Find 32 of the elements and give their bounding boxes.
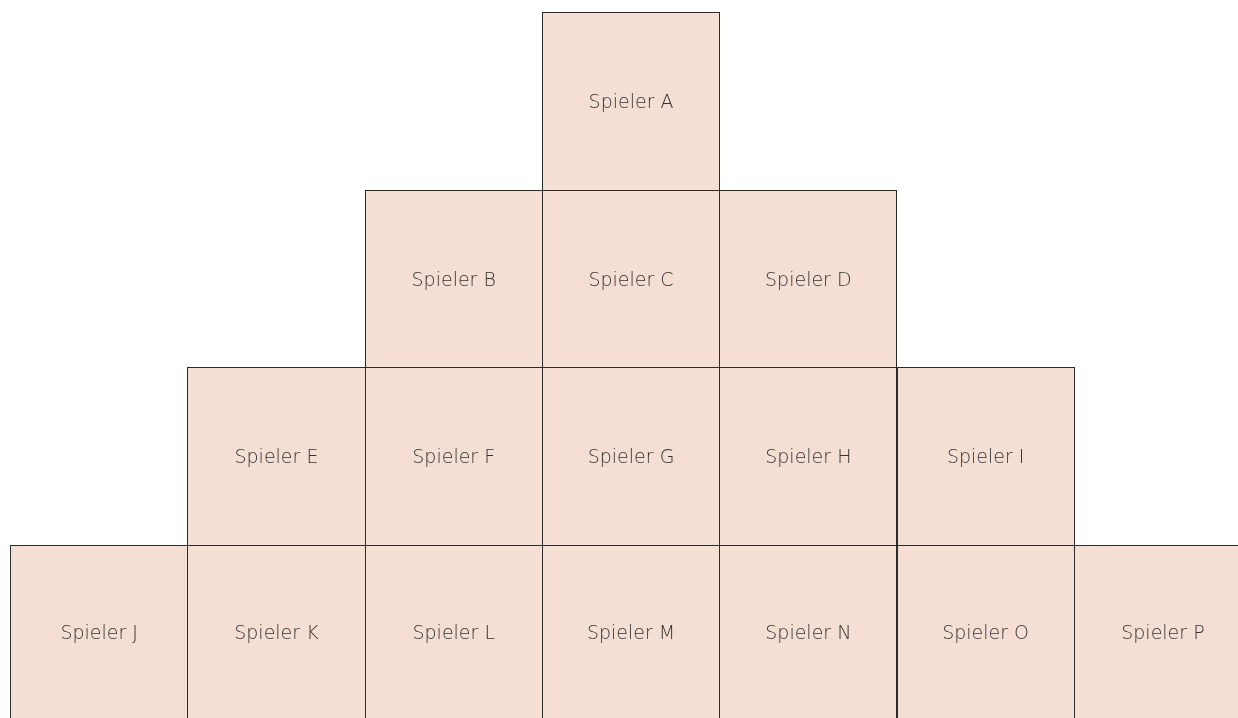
player-name: Spieler C bbox=[588, 267, 674, 290]
player-box bbox=[719, 367, 898, 546]
player-name: Spieler A bbox=[588, 90, 674, 113]
player-name: Spieler F bbox=[412, 445, 496, 468]
player-name: Spieler E bbox=[234, 445, 319, 468]
player-name: Spieler N bbox=[765, 620, 852, 643]
player-name: Spieler D bbox=[765, 267, 852, 290]
player-box bbox=[719, 189, 898, 368]
player-box bbox=[896, 367, 1075, 546]
player-box bbox=[10, 544, 189, 718]
player-name: Spieler H bbox=[765, 445, 852, 468]
player-box bbox=[364, 544, 543, 718]
player-name: Spieler J bbox=[60, 620, 138, 643]
player-name: Spieler O bbox=[942, 620, 1030, 643]
player-box bbox=[364, 189, 543, 368]
player-box bbox=[896, 544, 1075, 718]
player-name: Spieler K bbox=[234, 620, 319, 643]
player-box bbox=[187, 367, 366, 546]
player-box bbox=[541, 189, 721, 368]
player-box bbox=[1073, 544, 1238, 718]
player-name: Spieler L bbox=[412, 620, 495, 643]
player-name: Spieler I bbox=[946, 445, 1025, 468]
player-name: Spieler G bbox=[587, 445, 675, 468]
player-box bbox=[541, 12, 721, 191]
player-box bbox=[187, 544, 366, 718]
player-box bbox=[364, 367, 543, 546]
player-name: Spieler P bbox=[1121, 620, 1205, 643]
player-name: Spieler M bbox=[586, 620, 676, 643]
player-box bbox=[719, 544, 898, 718]
player-box bbox=[541, 544, 721, 718]
player-box bbox=[541, 367, 721, 546]
player-name: Spieler B bbox=[411, 267, 496, 290]
